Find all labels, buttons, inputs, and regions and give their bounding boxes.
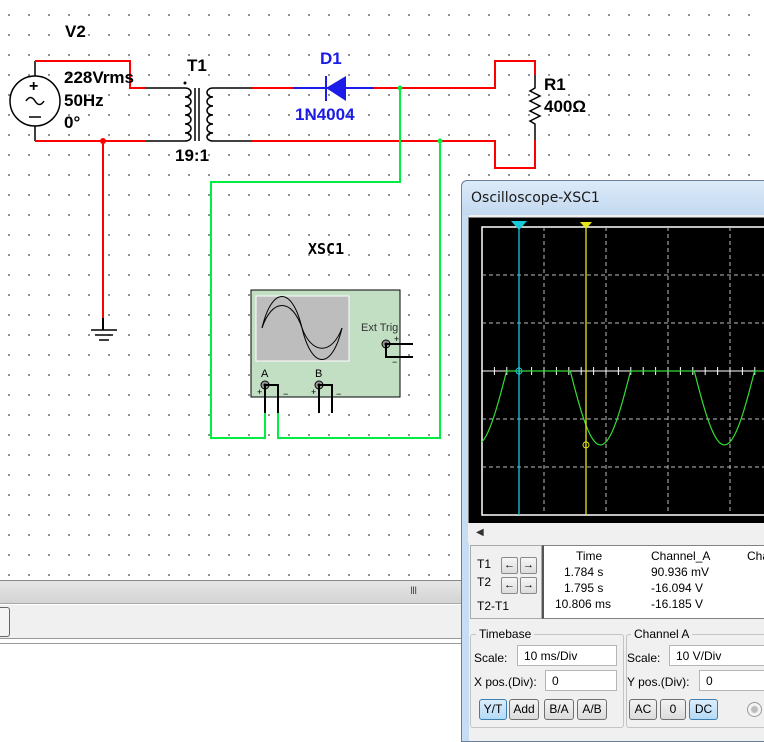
source-frequency-label: 50Hz [64,91,104,110]
channel-a-scale-field[interactable]: 10 V/Div [669,645,764,666]
diode-symbol[interactable] [325,76,346,101]
svg-text:+: + [257,387,262,397]
workspace-tab-strip: * [0,605,464,639]
readout-diff-channel-a: -16.185 V [651,597,704,611]
readout-t1-time: 1.784 s [564,565,604,579]
oscilloscope-instrument[interactable]: + − + − + − [250,289,413,413]
window-titlebar[interactable]: Oscilloscope-XSC1 [462,181,764,215]
transformer-ratio-label: 19:1 [175,146,210,165]
cursor-controls: T1 T2 T2-T1 ← → ← → [470,545,542,619]
svg-text:+: + [29,78,38,95]
ypos-field[interactable]: 0 [699,670,764,691]
resistor-value-label: 400Ω [544,97,586,116]
ac-coupling-button[interactable]: AC [629,699,657,720]
t2-left-arrow-icon[interactable]: ← [501,577,518,594]
t1-right-arrow-icon[interactable]: → [520,557,537,574]
readout-t2-channel-a: -16.094 V [651,581,704,595]
t1-left-arrow-icon[interactable]: ← [501,557,518,574]
svg-text:−: − [336,389,341,399]
source-ref-label: V2 [65,22,86,41]
readout-diff-time: 10.806 ms [555,597,612,611]
svg-text:+: + [394,334,399,344]
scope-scrollbar[interactable]: ◀ [468,523,764,543]
scope-trace-area [481,221,764,516]
ext-trig-label: Ext Trig [361,322,399,334]
resistor-symbol[interactable] [528,75,542,140]
readout-t1-channel-a: 90.936 mV [651,565,710,579]
probe-wire [210,88,401,439]
readout-t2-time: 1.795 s [564,581,604,595]
resistor-ref-label: R1 [544,75,566,94]
ypos-label: Y pos.(Div): [627,675,690,689]
ac-source-symbol[interactable]: + [9,61,61,141]
readout-header-channel-a: Channel_A [651,549,711,563]
zero-coupling-button[interactable]: 0 [660,699,686,720]
cursor-readout-table: Time Channel_A Cha 1.784 s 90.936 mV 1.7… [542,545,764,619]
xpos-label: X pos.(Div): [474,675,537,689]
t1-cursor-handle-icon [511,221,527,230]
ground-symbol [91,318,117,341]
scrollbar-grip[interactable]: III [410,585,417,597]
dc-coupling-button[interactable]: DC [689,699,718,720]
ba-mode-button[interactable]: B/A [544,699,574,720]
scroll-left-icon[interactable]: ◀ [476,527,484,538]
channel-a-scale-label: Scale: [627,651,661,665]
wire [35,60,145,89]
timebase-title: Timebase [476,627,535,641]
timebase-scale-field[interactable]: 10 ms/Div [517,645,617,666]
ab-mode-button[interactable]: A/B [577,699,607,720]
readout-header-time: Time [576,549,603,563]
diode-ref-label: D1 [320,49,342,68]
svg-text:−: − [283,389,288,399]
schematic-drawing: + [9,60,542,439]
t2-label: T2 [477,575,492,589]
design-tab[interactable]: * [0,607,10,637]
window-title: Oscilloscope-XSC1 [471,190,600,206]
source-phase-label: 0° [64,113,81,132]
probe-wire [277,141,441,439]
timebase-scale-label: Scale: [474,651,508,665]
xpos-field[interactable]: 0 [545,670,617,691]
polarity-radio[interactable] [747,702,762,717]
source-voltage-label: 228Vrms [64,68,134,87]
transformer-ref-label: T1 [187,56,207,75]
workspace-horizontal-scrollbar[interactable]: III [0,580,464,604]
scope-display [468,217,764,525]
channel-a-terminal-label: A [261,368,269,380]
t1-label: T1 [477,557,492,571]
add-mode-button[interactable]: Add [509,699,539,720]
svg-text:−: − [392,357,397,367]
yt-mode-button[interactable]: Y/T [479,699,507,720]
spreadsheet-pane [0,643,464,727]
svg-text:+: + [311,387,316,397]
scope-trace-channel-a [481,370,764,446]
t1-marker-icon [515,367,523,375]
diode-model-label: 1N4004 [295,105,355,124]
t2-cursor-handle-icon [580,222,592,229]
t2-marker-icon [582,441,590,449]
t2-t1-label: T2-T1 [477,599,510,613]
channel-b-terminal-label: B [315,368,323,380]
transformer-symbol[interactable] [183,81,253,142]
oscilloscope-ref-label: XSC1 [308,240,345,258]
t2-right-arrow-icon[interactable]: → [520,577,537,594]
readout-header-channel-b: Cha [747,549,764,563]
channel-a-title: Channel A [631,627,693,641]
